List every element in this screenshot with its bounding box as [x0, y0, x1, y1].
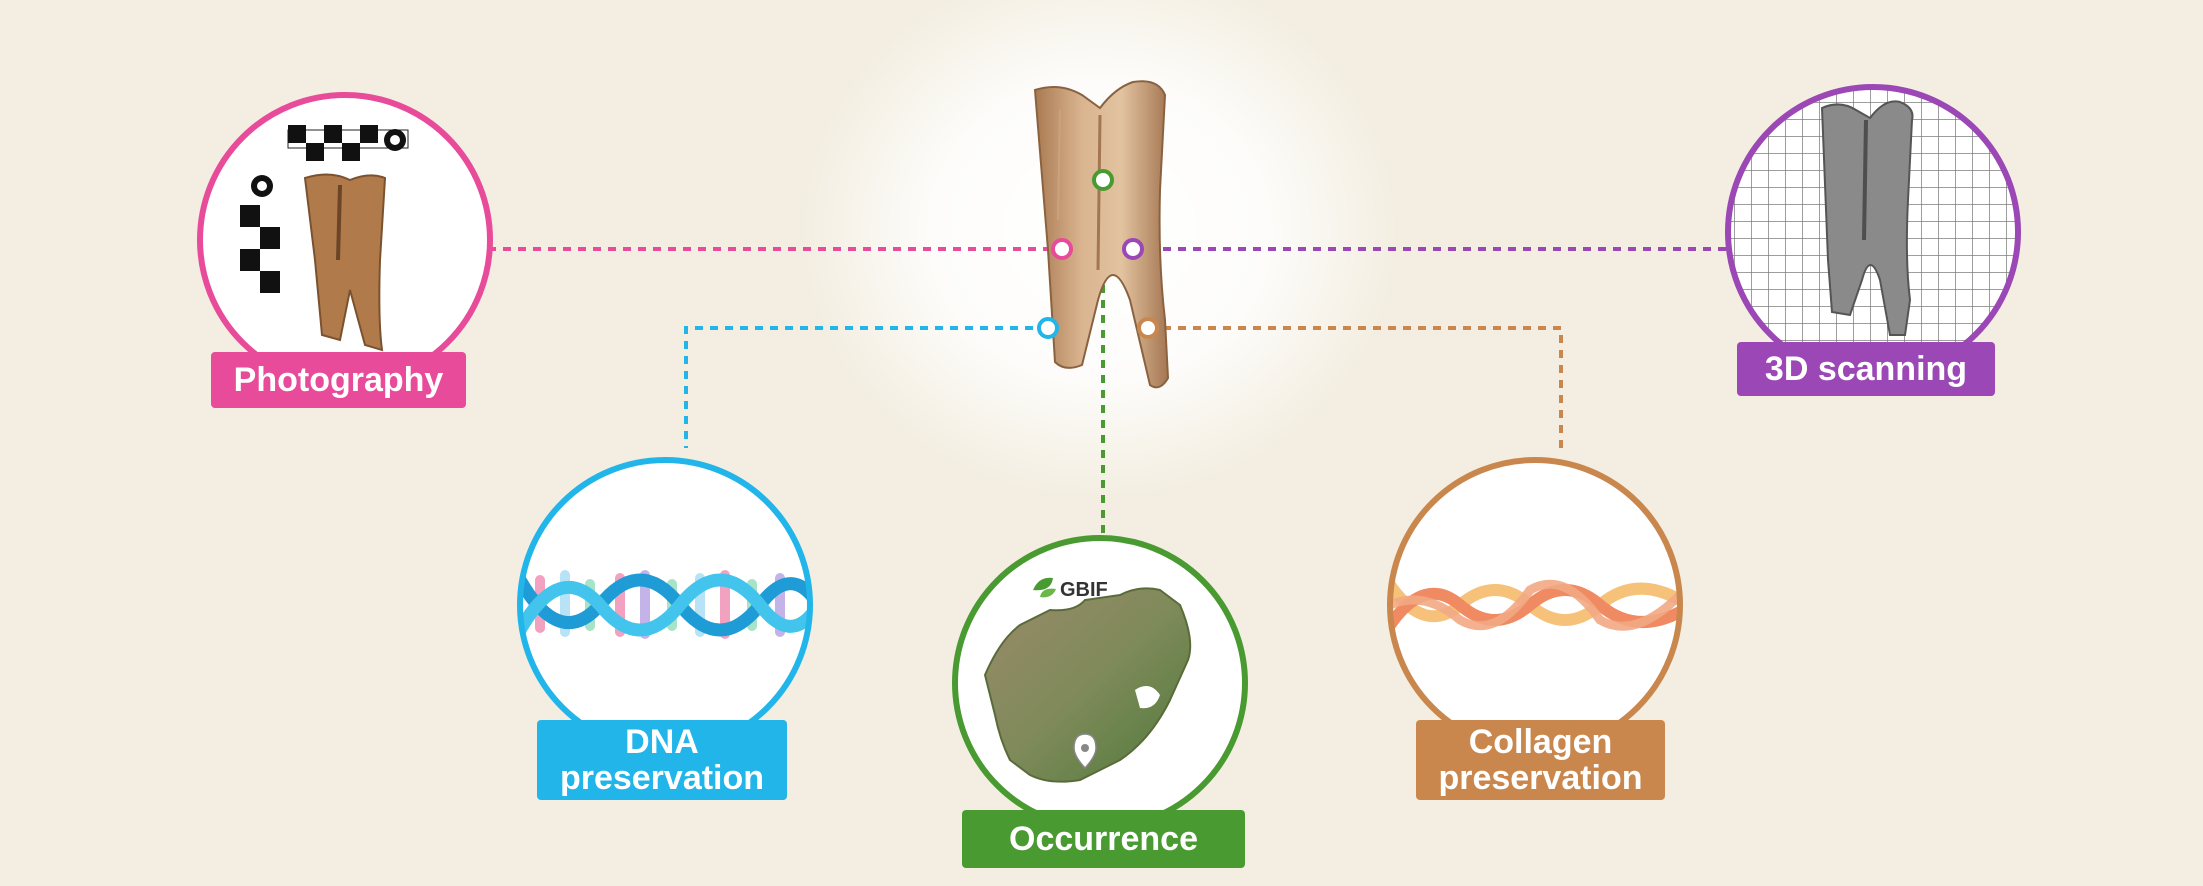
scanning-label-text: 3D scanning: [1764, 350, 1968, 388]
occurrence-label-text: Occurrence: [1009, 820, 1198, 858]
scanning-label: 3D scanning: [1737, 342, 1995, 396]
connector-dna: [684, 326, 1048, 448]
connector-collagen: [1148, 326, 1563, 448]
dna-helix-icon: [520, 570, 810, 639]
marker-collagen: [1137, 317, 1159, 339]
dna-label-line1: DNA: [625, 723, 699, 761]
collagen-label-line2: preservation: [1438, 759, 1643, 797]
collagen-label-line1: Collagen: [1468, 723, 1613, 761]
dna-node: [517, 457, 813, 753]
scanning-node: [1725, 84, 2021, 380]
camera-scale-photo-icon: [240, 125, 409, 352]
dna-label-line2: preservation: [559, 759, 765, 797]
south-africa-map-icon: [983, 587, 1192, 783]
dna-label: DNA preservation: [537, 720, 787, 800]
marker-scanning: [1122, 238, 1144, 260]
gbif-logo: GBIF: [1033, 577, 1108, 601]
sampling-markers: [1037, 169, 1159, 339]
marker-dna: [1037, 317, 1059, 339]
occurrence-label: Occurrence: [962, 810, 1245, 868]
connectors: [488, 180, 1728, 535]
photography-label-text: Photography: [233, 361, 444, 399]
gbif-logo-text: GBIF: [1060, 579, 1108, 601]
3d-mesh-tooth-icon: [1728, 87, 2018, 377]
collagen-triple-helix-icon: [1390, 579, 1680, 631]
photography-label: Photography: [211, 352, 466, 408]
collagen-node: [1387, 457, 1683, 753]
occurrence-node: GBIF: [952, 535, 1248, 831]
tooth-specimen-icon: [1033, 80, 1170, 389]
marker-photography: [1051, 238, 1073, 260]
photography-node: [197, 92, 493, 388]
collagen-label: Collagen preservation: [1416, 720, 1665, 800]
marker-occurrence: [1092, 169, 1114, 191]
